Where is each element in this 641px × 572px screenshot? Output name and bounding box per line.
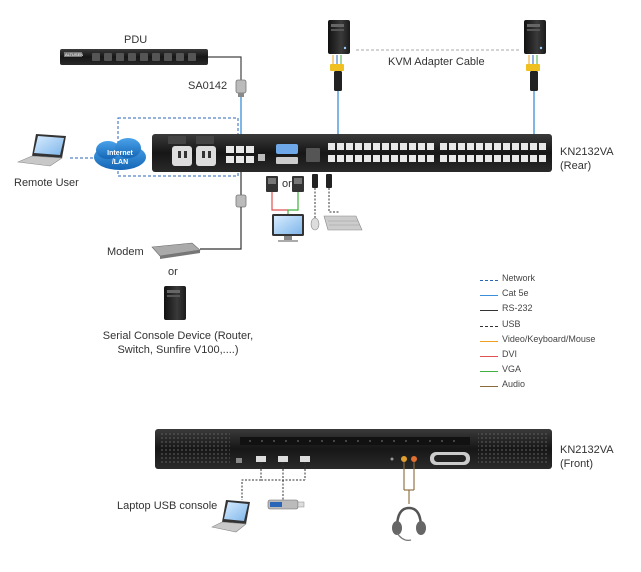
legend-swatch-audio: [480, 386, 498, 388]
legend-swatch-rs232: [480, 310, 498, 312]
dvi-adapter: [266, 176, 278, 205]
serial-console-line2: Switch, Sunfire V100,....): [117, 344, 239, 356]
legend: Network Cat 5e RS-232 USB Video/Keyboard…: [480, 273, 640, 395]
kvm-adapter-cable-2: [526, 55, 540, 143]
legend-item-network: Network: [480, 273, 640, 288]
cloud-label-line2: /LAN: [112, 159, 128, 166]
remote-user-laptop-icon: [16, 134, 66, 167]
serial-console-label: Serial Console Device (Router, Switch, S…: [98, 329, 258, 357]
legend-label-dvi: DVI: [502, 348, 518, 359]
legend-label-vga: VGA: [502, 364, 522, 375]
mouse-icon: [310, 217, 320, 231]
legend-item-cat5e: Cat 5e: [480, 288, 640, 303]
pdu-brand: ALTUSEN: [65, 52, 83, 57]
serial-console-line1: Serial Console Device (Router,: [102, 330, 254, 342]
serial-console-tower-icon: [164, 286, 186, 320]
legend-label-usb: USB: [502, 318, 521, 329]
usb-plug-keyboard: [312, 174, 318, 220]
rs232-cable: [200, 207, 242, 250]
legend-item-vga: VGA: [480, 364, 640, 379]
legend-label-audio: Audio: [502, 379, 526, 390]
sa0142-label: SA0142: [188, 80, 228, 92]
legend-label-network: Network: [502, 273, 536, 283]
legend-label-rs232: RS-232: [502, 303, 533, 314]
usb-plug-mouse: [326, 174, 340, 213]
audio-cable: [403, 462, 415, 504]
sa0142-adapter: [235, 79, 247, 97]
remote-user-label: Remote User: [14, 177, 79, 189]
rear-side-label: (Rear): [560, 160, 592, 172]
kvm-adapter-cable-label: KVM Adapter Cable: [388, 56, 485, 68]
server-tower-2: [524, 20, 546, 54]
modem-icon: [151, 242, 201, 259]
legend-swatch-usb: [480, 325, 498, 327]
legend-item-audio: Audio: [480, 379, 640, 394]
pdu-label: PDU: [124, 34, 148, 46]
monitor-icon: [272, 214, 304, 242]
legend-swatch-vga: [480, 371, 498, 373]
legend-label-cat5e: Cat 5e: [502, 288, 529, 299]
pdu-cable: [208, 56, 242, 80]
front-model-label: KN2132VA: [560, 444, 614, 456]
laptop-usb-console-label: Laptop USB console: [117, 500, 218, 512]
usb-stick-icon: [267, 499, 305, 510]
legend-swatch-vkm: [480, 340, 498, 342]
headset-icon: [392, 506, 426, 541]
video-or-label: or: [282, 178, 292, 190]
server-port-bank: [328, 143, 546, 162]
pdu-device: ALTUSEN: [60, 49, 208, 65]
keyboard-icon: [323, 215, 363, 231]
legend-item-usb: USB: [480, 319, 640, 334]
kn2132va-front-unit: [155, 429, 552, 469]
legend-item-rs232: RS-232: [480, 303, 640, 318]
modem-or-label: or: [168, 266, 178, 278]
server-tower-1: [328, 20, 350, 54]
legend-swatch-dvi: [480, 355, 498, 357]
internet-cloud-icon: [94, 138, 146, 170]
vga-adapter: [292, 176, 304, 205]
kvm-adapter-cable-1: [330, 55, 344, 143]
laptop-usb-console-icon: [211, 500, 250, 533]
front-side-label: (Front): [560, 458, 593, 470]
kn2132va-rear-unit: [152, 134, 552, 172]
legend-swatch-cat5e: [480, 295, 498, 297]
legend-item-vkm: Video/Keyboard/Mouse: [480, 334, 640, 349]
legend-swatch-network: [480, 280, 498, 281]
modem-label: Modem: [107, 246, 144, 258]
cloud-label-line1: Internet: [107, 150, 133, 157]
legend-item-dvi: DVI: [480, 349, 640, 364]
legend-label-vkm: Video/Keyboard/Mouse: [502, 333, 596, 344]
rear-model-label: KN2132VA: [560, 146, 614, 158]
rs232-adapter: [235, 194, 247, 208]
front-usb-links: [241, 462, 306, 500]
